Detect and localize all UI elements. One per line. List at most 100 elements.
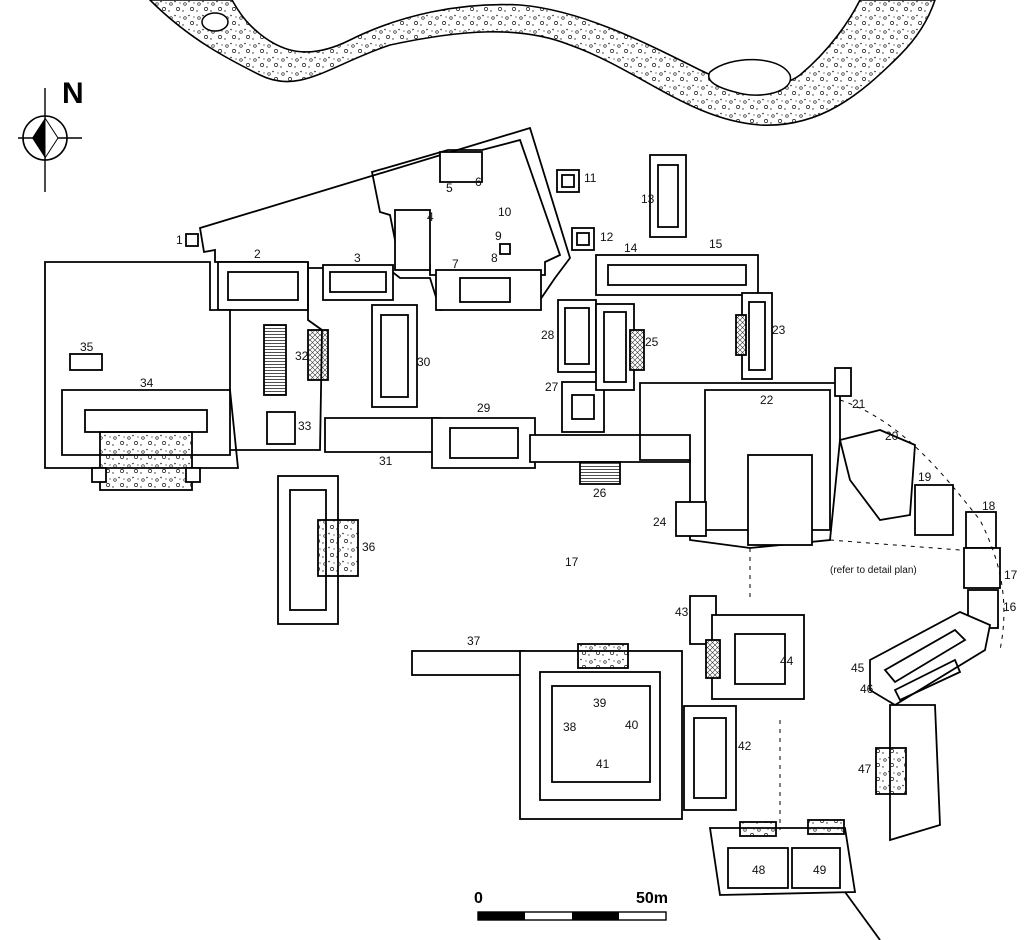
building-label-38: 38: [563, 720, 577, 734]
stair-44: [705, 639, 721, 679]
building-label-19: 19: [918, 470, 932, 484]
stair-36: [317, 519, 359, 577]
building-42: [683, 705, 737, 811]
building-33: [266, 411, 296, 445]
building-label-1: 1: [176, 233, 183, 247]
building-44: [711, 614, 805, 700]
building-4: [394, 209, 431, 271]
building-label-3: 3: [354, 251, 361, 265]
building-label-26: 26: [593, 486, 607, 500]
building-5-6: [439, 151, 483, 183]
building-label-23: 23: [772, 323, 786, 337]
building-29: [431, 417, 536, 469]
scale-end: 50m: [636, 890, 668, 907]
building-label-47: 47: [858, 762, 872, 776]
corridor-26: [529, 434, 691, 463]
building-label-28: 28: [541, 328, 555, 342]
building-label-34: 34: [140, 376, 154, 390]
building-label-18: 18: [982, 499, 996, 513]
building-47: [889, 704, 941, 842]
building-label-46: 46: [860, 682, 874, 696]
building-20: [838, 429, 916, 521]
building-label-17-courtyard: 17: [565, 555, 579, 569]
building-label-44: 44: [780, 654, 794, 668]
corridor-31: [324, 417, 441, 453]
building-label-15: 15: [709, 237, 723, 251]
building-label-36: 36: [362, 540, 376, 554]
building-label-41: 41: [596, 757, 610, 771]
building-13: [649, 154, 687, 238]
building-label-20: 20: [885, 429, 899, 443]
north-label: N: [62, 77, 84, 110]
steps-34: [99, 431, 193, 491]
building-label-33: 33: [298, 419, 312, 433]
building-28: [557, 299, 597, 373]
building-label-5: 5: [446, 181, 453, 195]
building-label-49: 49: [813, 863, 827, 877]
dotted-paths: [749, 399, 1005, 830]
detail-note: (refer to detail plan): [830, 565, 917, 576]
building-25: [595, 303, 635, 391]
building-9: [499, 243, 511, 255]
building-label-39: 39: [593, 696, 607, 710]
corridor-37: [411, 650, 525, 676]
building-18: [965, 511, 997, 549]
building-label-42: 42: [738, 739, 752, 753]
building-label-10: 10: [498, 205, 512, 219]
building-label-43: 43: [675, 605, 689, 619]
building-label-25: 25: [645, 335, 659, 349]
building-label-8: 8: [491, 251, 498, 265]
stair-49: [807, 819, 845, 835]
building-label-7: 7: [452, 257, 459, 271]
building-label-21: 21: [852, 397, 866, 411]
stair-25: [629, 329, 645, 371]
building-label-37: 37: [467, 634, 481, 648]
building-2: [217, 261, 309, 311]
building-label-48: 48: [752, 863, 766, 877]
building-label-12: 12: [600, 230, 614, 244]
courtyard-10: [370, 138, 562, 276]
scale-bar: [477, 911, 667, 921]
building-label-45: 45: [851, 661, 865, 675]
north-arrow-icon: [18, 88, 82, 192]
building-45-46: [869, 611, 992, 707]
building-label-35: 35: [80, 340, 94, 354]
building-label-4: 4: [427, 210, 434, 224]
building-7-8: [435, 269, 542, 311]
building-label-31: 31: [379, 454, 393, 468]
building-label-30: 30: [417, 355, 431, 369]
building-35: [69, 353, 103, 371]
building-label-16: 16: [1003, 600, 1017, 614]
building-label-17: 17: [1004, 568, 1018, 582]
building-17: [963, 547, 1001, 589]
building-label-29: 29: [477, 401, 491, 415]
building-label-27: 27: [545, 380, 559, 394]
building-21: [834, 367, 852, 397]
building-label-22: 22: [760, 393, 774, 407]
building-12: [571, 227, 595, 251]
building-19: [914, 484, 954, 536]
building-1: [185, 233, 199, 247]
building-label-9: 9: [495, 229, 502, 243]
building-label-2: 2: [254, 247, 261, 261]
building-label-24: 24: [653, 515, 667, 529]
scale-start: 0: [474, 890, 483, 907]
building-34: [44, 261, 239, 469]
stair-32: [307, 329, 329, 381]
building-label-40: 40: [625, 718, 639, 732]
building-3: [322, 264, 394, 301]
building-32: [263, 324, 287, 396]
building-label-6: 6: [475, 175, 482, 189]
stair-47: [875, 747, 907, 795]
stairs-26: [579, 461, 621, 485]
building-label-13: 13: [641, 192, 655, 206]
stair-48: [739, 821, 777, 837]
building-30: [371, 304, 418, 408]
building-14-15: [595, 254, 759, 296]
building-label-14: 14: [624, 241, 638, 255]
building-label-32: 32: [295, 349, 309, 363]
stair-23: [735, 314, 747, 356]
building-label-11: 11: [584, 171, 597, 185]
